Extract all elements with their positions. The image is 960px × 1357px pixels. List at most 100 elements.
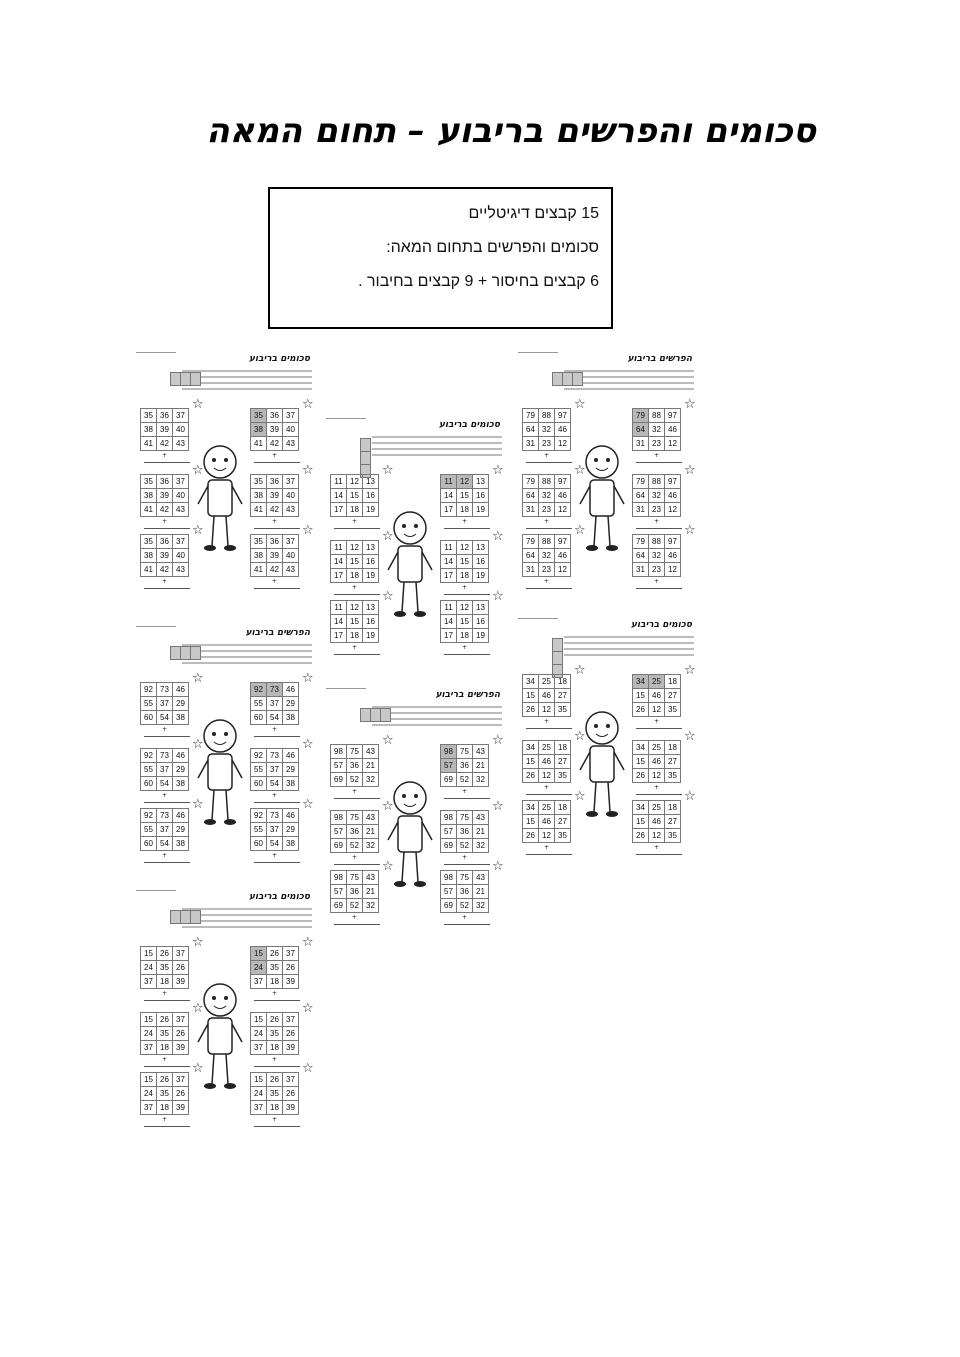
grid-cell: 52 [456, 898, 473, 913]
grid-cell: 39 [282, 1100, 299, 1115]
grid-cell: 43 [362, 810, 379, 825]
grid-cell: 40 [282, 488, 299, 503]
answer-blanks [144, 1056, 190, 1067]
grid-cell: 11 [440, 600, 457, 615]
grid-cell: 18 [156, 1100, 173, 1115]
answer-blanks [444, 584, 490, 595]
grid-cell: 35 [140, 474, 157, 489]
grid-cell: 54 [266, 776, 283, 791]
instruction-line [182, 914, 312, 916]
name-line [326, 418, 366, 419]
grid-cell: 37 [282, 1072, 299, 1087]
grid-cell: 37 [266, 696, 283, 711]
grid-cell: 13 [362, 540, 379, 555]
grid-cell: 43 [172, 562, 189, 577]
grid-cell: 14 [330, 488, 347, 503]
star-icon: ☆ [574, 397, 586, 412]
instruction-line [182, 920, 312, 922]
grid-cell: 15 [456, 614, 473, 629]
answer-blanks [526, 844, 572, 855]
grid-cell: 15 [632, 688, 649, 703]
grid-cell: 39 [282, 1040, 299, 1055]
grid-cell: 39 [282, 974, 299, 989]
grid-cell: 37 [140, 974, 157, 989]
grid-cell: 55 [250, 762, 267, 777]
star-icon: ☆ [684, 523, 696, 538]
grid-cell: 73 [156, 682, 173, 697]
grid-cell: 26 [156, 1072, 173, 1087]
worksheet-preview: הפרשים בריבוע987543573621695232☆98754357… [320, 682, 510, 925]
grid-cell: 12 [456, 474, 473, 489]
grid-cell: 15 [346, 488, 363, 503]
instruction-line [564, 654, 694, 656]
grid-cell: 92 [140, 682, 157, 697]
grid-cell: 32 [472, 772, 489, 787]
instructions-lines [182, 370, 312, 394]
grid-cell: 35 [266, 1086, 283, 1101]
star-icon: ☆ [574, 789, 586, 804]
answer-blanks [144, 578, 190, 589]
grid-cell: 39 [156, 488, 173, 503]
grid-cell: 64 [632, 422, 649, 437]
grid-cell: 38 [172, 710, 189, 725]
grid-cell: 19 [472, 502, 489, 517]
grid-cell: 12 [538, 702, 555, 717]
grid-cell: 26 [156, 1012, 173, 1027]
grid-cell: 16 [362, 614, 379, 629]
sample-cells [170, 372, 201, 386]
grid-cell: 13 [472, 540, 489, 555]
grid-cell: 64 [632, 488, 649, 503]
grid-cell: 23 [648, 436, 665, 451]
grid-cell: 12 [554, 436, 571, 451]
grid-cell: 98 [440, 744, 457, 759]
star-icon: ☆ [492, 799, 504, 814]
grid-cell: 14 [330, 614, 347, 629]
grid-cell: 69 [440, 838, 457, 853]
grid-cell: 97 [554, 408, 571, 423]
answer-blanks [144, 726, 190, 737]
star-icon: ☆ [302, 797, 314, 812]
grid-cell: 38 [140, 422, 157, 437]
worksheet-preview: הפרשים בריבוע927346553729605438☆92734655… [130, 620, 320, 863]
grid-cell: 52 [456, 838, 473, 853]
character-figure-drawing [387, 511, 433, 617]
grid-cell: 32 [362, 772, 379, 787]
grid-cell: 41 [250, 562, 267, 577]
sample-cell [190, 372, 201, 386]
instruction-line [564, 376, 694, 378]
grid-cell: 43 [282, 562, 299, 577]
instruction-line [564, 388, 694, 390]
instructions-lines [372, 706, 502, 730]
grid-cell: 37 [250, 1100, 267, 1115]
star-icon: ☆ [382, 799, 394, 814]
grid-cell: 17 [330, 568, 347, 583]
grid-cell: 35 [266, 1026, 283, 1041]
answer-blanks [334, 914, 380, 925]
name-line [326, 688, 366, 689]
grid-cell: 43 [362, 744, 379, 759]
info-line-breakdown: 6 קבצים בחיסור + 9 קבצים בחיבור . [358, 273, 599, 290]
star-icon: ☆ [192, 671, 204, 686]
grid-cell: 18 [554, 674, 571, 689]
sample-cell [572, 372, 583, 386]
grid-cell: 14 [440, 614, 457, 629]
grid-cell: 75 [456, 870, 473, 885]
grid-cell: 35 [140, 534, 157, 549]
answer-blanks [334, 788, 380, 799]
answer-blanks [636, 578, 682, 589]
grid-cell: 27 [664, 814, 681, 829]
grid-cell: 11 [330, 600, 347, 615]
instructions-lines [564, 636, 694, 660]
grid-cell: 27 [664, 754, 681, 769]
grid-cell: 17 [440, 502, 457, 517]
grid-cell: 32 [648, 488, 665, 503]
